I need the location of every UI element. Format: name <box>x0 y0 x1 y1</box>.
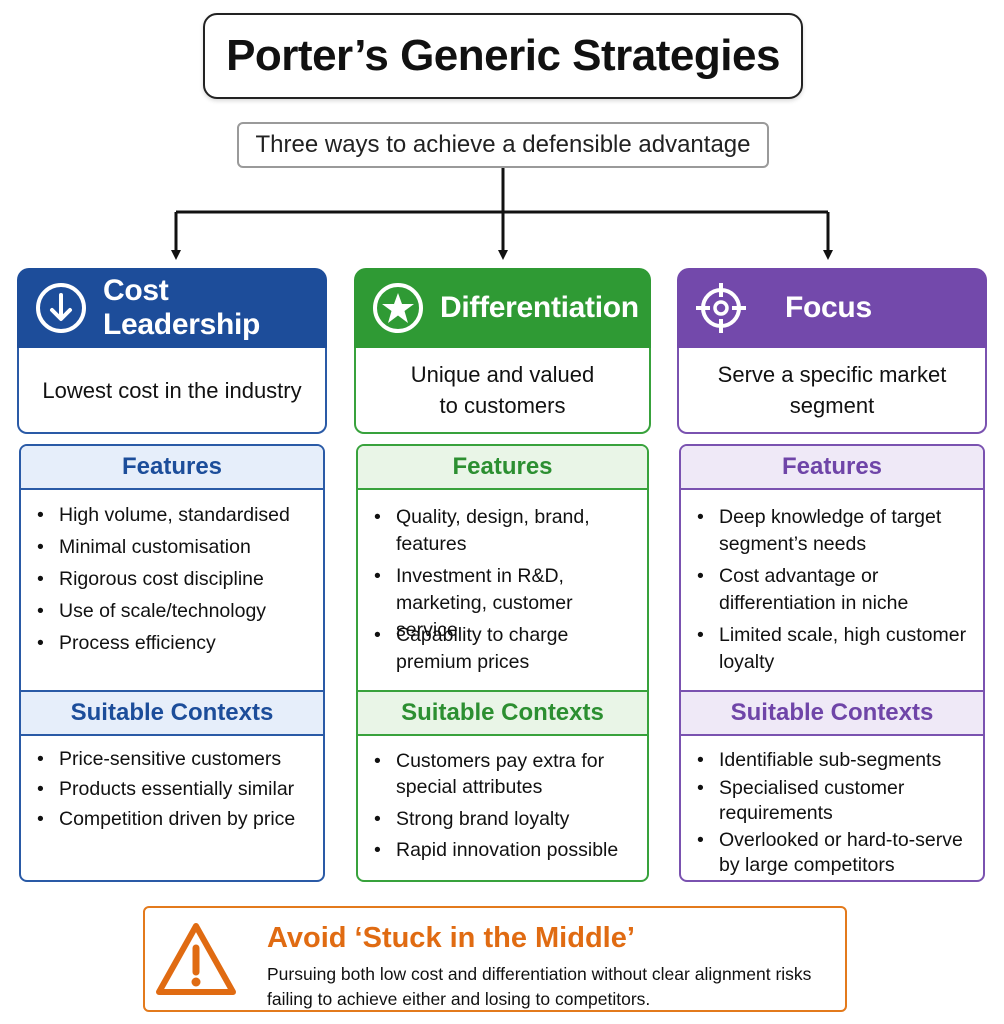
list-item: Process efficiency <box>37 632 311 664</box>
strategy-description: Serve a specific market segment <box>677 348 987 434</box>
page-title: Porter’s Generic Strategies <box>226 31 780 80</box>
subtitle-box: Three ways to achieve a defensible advan… <box>237 122 769 168</box>
list-item: Products essentially similar <box>37 778 311 808</box>
strategy-description-text: Lowest cost in the industry <box>42 377 302 403</box>
strategy-header: Differentiation <box>354 268 651 348</box>
features-list: Deep knowledge of target segment’s needs… <box>681 504 983 681</box>
strategy-column-differentiation: Differentiation Unique and valued to cus… <box>354 268 651 882</box>
strategy-header: Focus <box>677 268 987 348</box>
contexts-list: Identifiable sub-segments Specialised cu… <box>681 748 983 880</box>
list-item: Price-sensitive customers <box>37 748 311 778</box>
warning-title: Avoid ‘Stuck in the Middle’ <box>267 922 635 954</box>
contexts-heading: Suitable Contexts <box>21 690 323 736</box>
list-item: Deep knowledge of target segment’s needs <box>697 504 971 563</box>
features-list: Quality, design, brand, features Investm… <box>358 504 647 681</box>
list-item: Quality, design, brand, features <box>374 504 635 563</box>
strategy-description-text: Unique and valued to customers <box>410 362 595 418</box>
strategy-details-card: Features High volume, standardised Minim… <box>19 444 325 882</box>
features-list: High volume, standardised Minimal custom… <box>21 504 323 664</box>
strategy-details-card: Features Quality, design, brand, feature… <box>356 444 649 882</box>
list-item: Rapid innovation possible <box>374 837 635 868</box>
list-item: Specialised customer requirements <box>697 776 971 828</box>
features-heading: Features <box>681 446 983 490</box>
star-circle-icon <box>373 283 423 333</box>
contexts-list: Price-sensitive customers Products essen… <box>21 748 323 838</box>
strategy-column-cost-leadership: Cost Leadership Lowest cost in the indus… <box>17 268 327 882</box>
subtitle: Three ways to achieve a defensible advan… <box>255 131 751 158</box>
contexts-heading: Suitable Contexts <box>358 690 647 736</box>
down-arrow-circle-icon <box>36 283 86 333</box>
list-item: Competition driven by price <box>37 808 311 838</box>
features-heading: Features <box>358 446 647 490</box>
title-box: Porter’s Generic Strategies <box>203 13 803 99</box>
strategy-title: Focus <box>785 291 872 324</box>
list-item: Strong brand loyalty <box>374 806 635 837</box>
strategy-details-card: Features Deep knowledge of target segmen… <box>679 444 985 882</box>
list-item: Identifiable sub-segments <box>697 748 971 776</box>
list-item: Capability to charge premium prices <box>374 622 635 681</box>
list-item: Cost advantage or differentiation in nic… <box>697 563 971 622</box>
list-item: High volume, standardised <box>37 504 311 536</box>
features-heading: Features <box>21 446 323 490</box>
list-item: Overlooked or hard-to-serve by large com… <box>697 828 971 880</box>
strategy-description: Lowest cost in the industry <box>17 348 327 434</box>
strategy-description-text: Serve a specific market segment <box>717 362 947 418</box>
strategy-header: Cost Leadership <box>17 268 327 348</box>
strategy-title: Differentiation <box>440 291 639 324</box>
contexts-heading: Suitable Contexts <box>681 690 983 736</box>
strategy-title: Cost Leadership <box>103 274 261 341</box>
target-crosshair-icon <box>696 283 746 333</box>
list-item: Investment in R&D, marketing, customer s… <box>374 563 635 641</box>
list-item: Customers pay extra for special attribut… <box>374 748 635 806</box>
contexts-list: Customers pay extra for special attribut… <box>358 748 647 868</box>
warning-box: Avoid ‘Stuck in the Middle’ Pursuing bot… <box>143 906 847 1012</box>
strategy-description: Unique and valued to customers <box>354 348 651 434</box>
list-item: Minimal customisation <box>37 536 311 568</box>
strategy-column-focus: Focus Serve a specific market segment Fe… <box>677 268 987 882</box>
warning-triangle-icon <box>156 923 236 995</box>
list-item: Use of scale/technology <box>37 600 311 632</box>
list-item: Rigorous cost discipline <box>37 568 311 600</box>
warning-text: Pursuing both low cost and differentiati… <box>267 964 812 1009</box>
connector-arrows <box>171 168 833 260</box>
list-item: Limited scale, high customer loyalty <box>697 622 971 681</box>
